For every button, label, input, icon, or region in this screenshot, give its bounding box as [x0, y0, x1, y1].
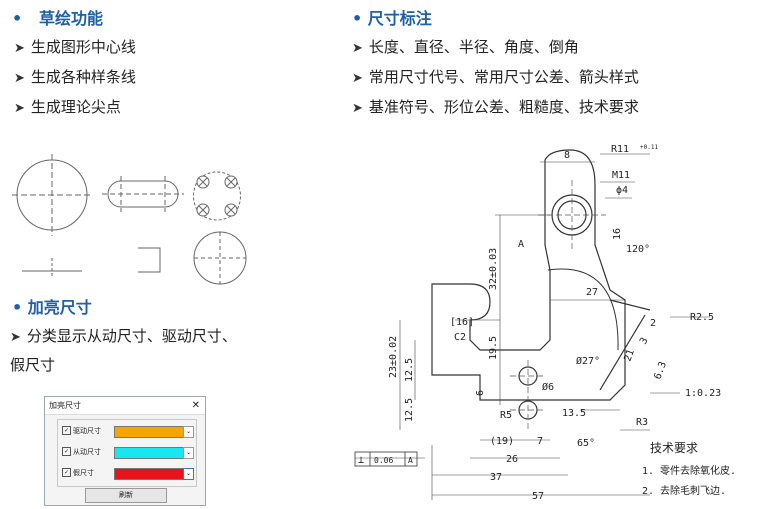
theoretical-point-shape	[138, 247, 161, 273]
sketch-examples	[12, 154, 247, 285]
dim-phi27: Ø27°	[576, 355, 600, 367]
spline-shape	[193, 171, 241, 221]
list-item: ➤生成各种样条线	[14, 68, 136, 86]
section-sketch: • 草绘功能	[12, 9, 103, 28]
chevron-down-icon[interactable]: ⌄	[183, 426, 194, 438]
svg-text:2. 去除毛刺飞边.: 2. 去除毛刺飞边.	[642, 484, 726, 497]
list-item: ➤生成理论尖点	[14, 98, 121, 116]
dim-6-3: 6.3	[652, 360, 669, 381]
color-select-driving[interactable]	[114, 426, 184, 438]
close-icon[interactable]: ✕	[191, 400, 200, 411]
dim-phi4: ϕ4	[616, 185, 628, 196]
checkbox-icon[interactable]: ✓	[62, 467, 71, 477]
dim-19: (19)	[490, 436, 514, 447]
checkbox-driven[interactable]: ✓从动尺寸	[62, 446, 101, 456]
dim-19-5: 19.5	[488, 336, 499, 360]
section-title: 尺寸标注	[367, 9, 432, 28]
dim-2: 2	[650, 318, 656, 329]
svg-text:⊥: ⊥	[358, 455, 364, 466]
dim-26: 26	[506, 454, 518, 465]
arrow-icon: ➤	[14, 41, 25, 56]
dim-37: 37	[490, 472, 502, 483]
engineering-drawing: 8 R11 +0.11 M11 ϕ4 16 120° A 32±0.03 27 …	[354, 144, 736, 502]
svg-text:0.06: 0.06	[374, 456, 393, 465]
dim-16-ref: [16]	[450, 317, 474, 328]
list-item: ➤生成图形中心线	[14, 38, 136, 56]
checkbox-fake[interactable]: ✓假尺寸	[62, 467, 94, 477]
dim-57: 57	[532, 491, 544, 502]
dim-16: 16	[612, 228, 623, 240]
dim-phi6: Ø6	[542, 381, 554, 393]
dim-3: 3	[638, 336, 651, 347]
dim-13-5: 13.5	[562, 408, 586, 419]
section-title: 草绘功能	[38, 9, 103, 28]
dim-27: 27	[586, 287, 598, 298]
list-item: ➤分类显示从动尺寸、驱动尺寸、	[10, 327, 237, 345]
arrow-icon: ➤	[352, 101, 363, 116]
dim-12-5-b: 12.5	[404, 398, 415, 422]
part-outline	[431, 149, 626, 401]
list-item: ➤常用尺寸代号、常用尺寸公差、箭头样式	[352, 68, 639, 86]
chevron-down-icon[interactable]: ⌄	[183, 447, 194, 459]
list-item-continuation: 假尺寸	[10, 356, 56, 374]
dim-r3: R3	[636, 417, 648, 428]
arrow-icon: ➤	[14, 101, 25, 116]
color-select-driven[interactable]	[114, 447, 184, 459]
arrow-icon: ➤	[10, 330, 21, 345]
dim-7: 7	[537, 436, 543, 447]
checkbox-driving[interactable]: ✓驱动尺寸	[62, 425, 101, 435]
dim-r5: R5	[500, 410, 512, 421]
feature-control-frame: ⊥ 0.06 A	[354, 451, 418, 467]
dim-6: 6	[475, 390, 486, 396]
dim-r2-5: R2.5	[690, 312, 714, 323]
dim-23: 23±0.02	[388, 336, 399, 378]
highlight-dimension-dialog: 加亮尺寸 ✕ ✓驱动尺寸 ⌄ ✓从动尺寸 ⌄ ✓假尺寸 ⌄ 刷新	[44, 396, 206, 506]
technical-requirements: 技术要求 1. 零件去除氧化皮. 2. 去除毛刺飞边.	[642, 441, 736, 497]
dim-8: 8	[564, 150, 570, 161]
arrow-icon: ➤	[352, 41, 363, 56]
list-item: ➤长度、直径、半径、角度、倒角	[352, 38, 579, 56]
section-highlight: • 加亮尺寸	[12, 298, 92, 317]
dimension-type-group: ✓驱动尺寸 ⌄ ✓从动尺寸 ⌄ ✓假尺寸 ⌄	[57, 419, 197, 487]
svg-text:技术要求: 技术要求	[650, 441, 698, 455]
list-item: ➤基准符号、形位公差、粗糙度、技术要求	[352, 98, 639, 116]
dim-m11: M11	[612, 170, 630, 181]
dim-c2: C2	[454, 332, 466, 343]
checkbox-icon[interactable]: ✓	[62, 425, 71, 435]
svg-text:1. 零件去除氧化皮.: 1. 零件去除氧化皮.	[642, 464, 736, 477]
color-select-fake[interactable]	[114, 468, 184, 480]
dim-21: 21	[622, 348, 636, 363]
section-title: 加亮尺寸	[27, 298, 92, 317]
svg-text:A: A	[408, 456, 413, 465]
checkbox-icon[interactable]: ✓	[62, 446, 71, 456]
refresh-button[interactable]: 刷新	[85, 488, 167, 503]
chevron-down-icon[interactable]: ⌄	[183, 468, 194, 480]
dim-r11-tolerance: +0.11	[640, 144, 658, 151]
dim-32: 32±0.03	[488, 248, 499, 290]
datum-a: A	[518, 239, 524, 250]
section-dimension: • 尺寸标注	[352, 9, 432, 28]
arrow-icon: ➤	[14, 71, 25, 86]
dim-65: 65°	[577, 438, 595, 449]
dim-120: 120°	[626, 244, 650, 255]
dim-r11: R11	[611, 144, 629, 155]
dim-taper: 1:0.23	[685, 388, 721, 399]
dialog-titlebar: 加亮尺寸 ✕	[45, 397, 205, 415]
arrow-icon: ➤	[352, 71, 363, 86]
dialog-title: 加亮尺寸	[49, 401, 81, 410]
dim-12-5-a: 12.5	[404, 358, 415, 382]
